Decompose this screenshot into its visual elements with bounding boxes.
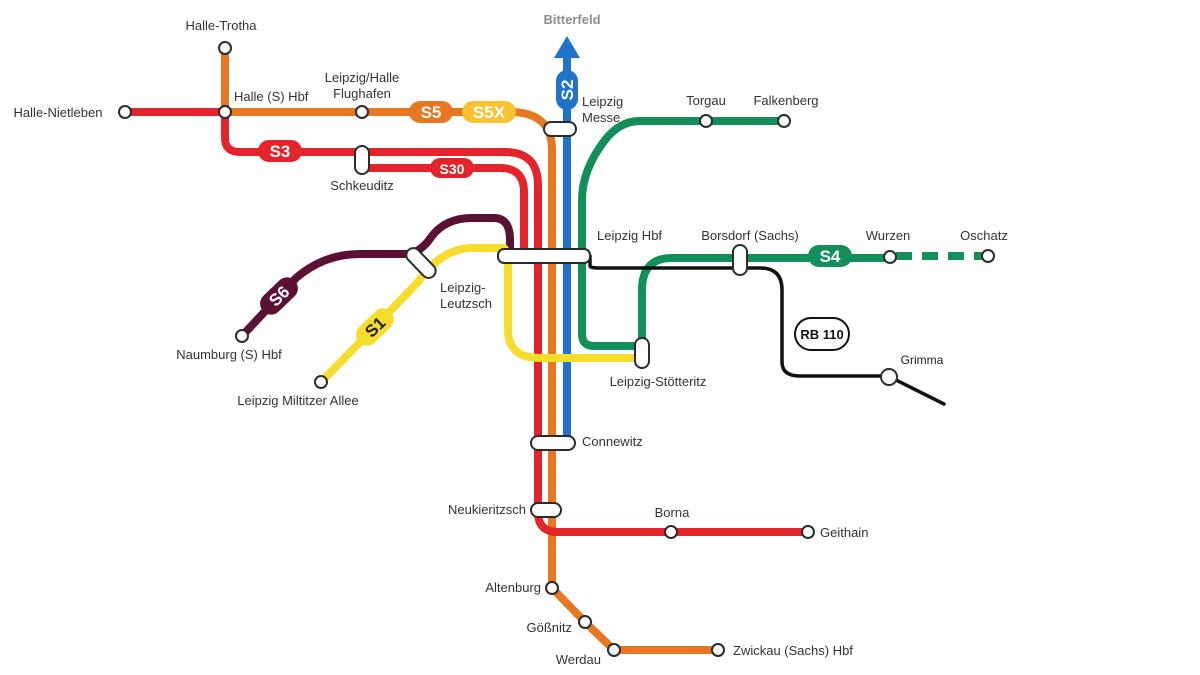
station-goessnitz[interactable] [578,615,592,629]
label-altenburg: Altenburg [485,580,541,595]
station-flughafen[interactable] [355,105,369,119]
station-torgau[interactable] [699,114,713,128]
label-halle-nietleben: Halle-Nietleben [14,105,103,120]
station-borsdorf[interactable] [732,244,748,276]
label-wurzen: Wurzen [866,228,911,243]
station-falkenberg[interactable] [777,114,791,128]
label-leutzsch-line2: Leutzsch [440,296,492,311]
station-neukieritzsch[interactable] [530,502,562,518]
station-schkeuditz[interactable] [354,145,370,175]
badge-s5-label: S5 [421,103,442,122]
label-falkenberg: Falkenberg [753,93,818,108]
badge-s30: S30 [430,158,474,178]
badge-rb110: RB 110 [794,317,850,351]
label-borsdorf: Borsdorf (Sachs) [701,228,799,243]
label-borna: Borna [655,505,690,520]
station-zwickau[interactable] [711,643,725,657]
badge-rb110-label: RB 110 [800,327,843,342]
station-borna[interactable] [664,525,678,539]
station-geithain[interactable] [801,525,815,539]
s4-line-north [578,117,788,350]
badge-s30-label: S30 [440,161,465,177]
badge-s4: S4 [808,245,852,267]
s2-direction-arrow-icon [554,36,580,58]
label-messe-line2: Messe [582,110,620,125]
label-werdau: Werdau [556,652,601,667]
label-grimma: Grimma [901,353,944,367]
label-flughafen-line2: Flughafen [333,86,391,101]
station-grimma[interactable] [880,368,898,386]
s6-line [238,214,514,340]
station-altenburg[interactable] [545,581,559,595]
label-leutzsch-line1: Leipzig- [440,280,486,295]
rb110-line [588,254,946,406]
station-miltitzer-allee[interactable] [314,375,328,389]
station-oschatz[interactable] [981,249,995,263]
label-goessnitz: Gößnitz [526,620,572,635]
station-naumburg[interactable] [235,329,249,343]
badge-s4-label: S4 [820,247,841,266]
label-zwickau: Zwickau (Sachs) Hbf [733,643,853,658]
direction-label-bitterfeld: Bitterfeld [543,12,600,27]
label-flughafen-line1: Leipzig/Halle [325,70,399,85]
badge-s3-label: S3 [270,142,291,161]
s4-line-east [638,254,894,350]
label-halle-hbf: Halle (S) Hbf [234,89,309,104]
s30-line [358,164,528,260]
label-torgau: Torgau [686,93,726,108]
station-connewitz[interactable] [530,435,576,451]
station-leipzig-leutzsch[interactable] [403,245,438,281]
s3-line [121,108,812,536]
station-leipzig-hbf[interactable] [497,248,591,264]
label-miltitzer-allee: Leipzig Miltitzer Allee [237,393,358,408]
label-naumburg: Naumburg (S) Hbf [176,347,282,362]
label-oschatz: Oschatz [960,228,1008,243]
label-leipzig-hbf: Leipzig Hbf [597,228,662,243]
label-schkeuditz: Schkeuditz [330,178,394,193]
badge-s5x: S5X [462,101,516,123]
label-halle-trotha: Halle-Trotha [185,18,257,33]
station-leipzig-messe[interactable] [543,121,577,137]
station-halle-hbf[interactable] [218,105,232,119]
label-leipzig-stoetteritz: Leipzig-Stötteritz [610,374,707,389]
label-neukieritzsch: Neukieritzsch [448,502,526,517]
badge-s2-label: S2 [558,80,577,101]
badge-s2: S2 [556,70,578,110]
badge-s5x-label: S5X [473,103,506,122]
station-werdau[interactable] [607,643,621,657]
badge-s5: S5 [409,101,453,123]
station-halle-trotha[interactable] [218,41,232,55]
station-wurzen[interactable] [883,250,897,264]
badge-s3: S3 [258,140,302,162]
label-connewitz: Connewitz [582,434,643,449]
label-geithain: Geithain [820,525,868,540]
station-halle-nietleben[interactable] [118,105,132,119]
label-messe-line1: Leipzig [582,94,623,109]
station-leipzig-stoetteritz[interactable] [634,337,650,369]
